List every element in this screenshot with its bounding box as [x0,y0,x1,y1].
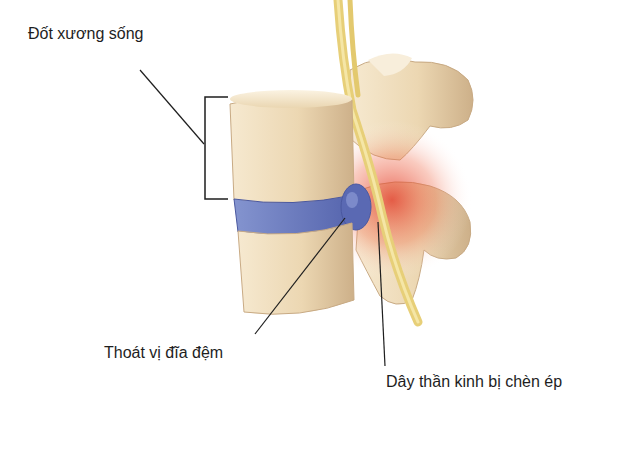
part-label: Thoát vị đĩa đệm [104,343,223,363]
part-label: Đốt xương sống [28,24,143,44]
part-label: Dây thần kinh bị chèn ép [386,372,562,392]
